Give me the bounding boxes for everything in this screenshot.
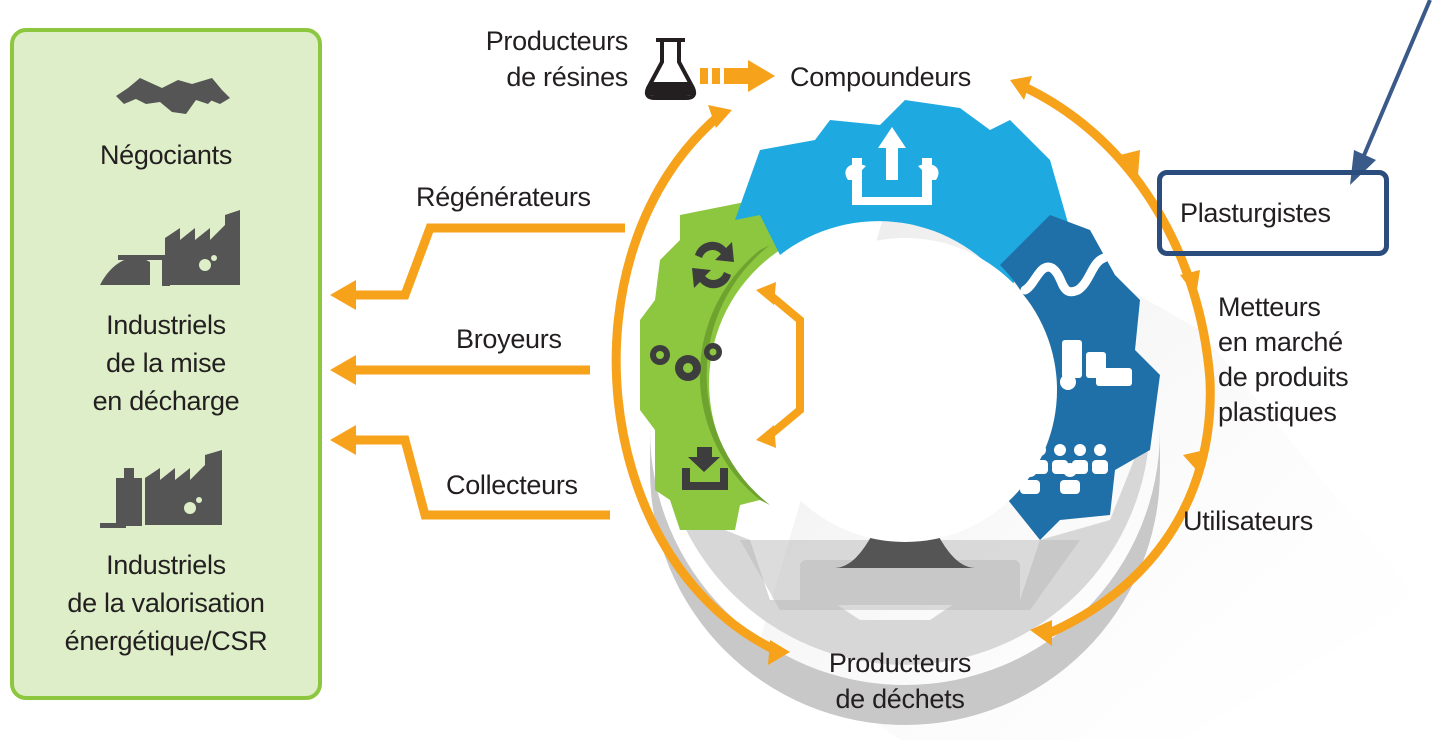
- label-valorisation-3: énergétique/CSR: [64, 626, 268, 656]
- label-producteurs-resines-1: Producteurs: [485, 26, 629, 56]
- label-mise-decharge-1: Industriels: [106, 310, 226, 340]
- label-valorisation-2: de la valorisation: [67, 588, 265, 618]
- label-producteurs-dechets-2: de déchets: [835, 684, 965, 714]
- label-metteurs-4: plastiques: [1218, 397, 1337, 427]
- label-plasturgistes: Plasturgistes: [1180, 198, 1331, 228]
- branch-arrows: [350, 223, 625, 520]
- gear-small-icon: [199, 255, 217, 271]
- line-chart-icon: [1020, 253, 1109, 297]
- label-compoundeurs: Compoundeurs: [790, 62, 972, 92]
- label-broyeurs: Broyeurs: [456, 324, 562, 354]
- recycle-icon: [692, 241, 734, 289]
- gear-small-icon-2: [184, 497, 202, 514]
- label-mise-decharge-3: en décharge: [92, 386, 240, 416]
- handshake-icon: [116, 78, 230, 114]
- download-tray-icon: [682, 447, 728, 490]
- gear-center: [753, 238, 1057, 542]
- factory-landfill-icon: [100, 210, 240, 286]
- recycling-gear: [640, 200, 780, 530]
- label-metteurs-2: en marché: [1218, 327, 1343, 357]
- compounding-gear: [735, 100, 1070, 290]
- pointer-arrow: [1360, 0, 1432, 161]
- label-valorisation-1: Industriels: [106, 550, 226, 580]
- label-utilisateurs: Utilisateurs: [1183, 506, 1313, 536]
- cycle-arrows: [611, 80, 1215, 655]
- products-icon: [1060, 340, 1132, 390]
- label-producteurs-resines-2: de résines: [506, 62, 628, 92]
- label-negociants: Négociants: [99, 140, 233, 170]
- flask-icon: [644, 38, 697, 100]
- label-producteurs-dechets-1: Producteurs: [828, 648, 972, 678]
- label-metteurs-3: de produits: [1218, 362, 1349, 392]
- factory-energy-icon: [100, 450, 222, 528]
- label-metteurs-1: Metteurs: [1218, 292, 1321, 322]
- gears-icon: [650, 343, 722, 381]
- inner-loop-arrow: [767, 291, 804, 439]
- label-regenerateurs: Régénérateurs: [416, 182, 591, 212]
- resin-arrow: [700, 60, 775, 92]
- plasturgistes-highlight: [1157, 170, 1389, 256]
- upload-tray-icon: [845, 127, 939, 205]
- label-collecteurs: Collecteurs: [446, 470, 578, 500]
- label-mise-decharge-2: de la mise: [105, 348, 227, 378]
- actors-panel: [10, 28, 322, 700]
